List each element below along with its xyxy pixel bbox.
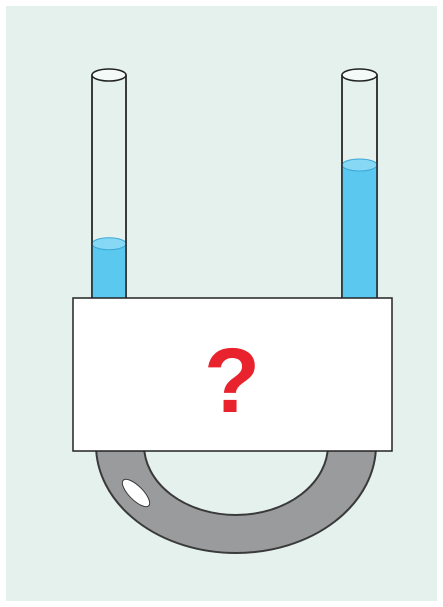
left-liquid-surface: [92, 238, 126, 250]
cover-box: ?: [73, 298, 392, 451]
question-mark: ?: [204, 330, 260, 432]
right-liquid-surface: [342, 159, 377, 171]
right-tube-liquid: [342, 165, 377, 300]
left-tube: [92, 69, 126, 300]
right-tube-opening: [342, 69, 377, 81]
right-tube: [342, 69, 377, 300]
u-pipe-icon: [96, 445, 376, 553]
left-tube-opening: [92, 69, 126, 81]
left-tube-liquid: [92, 244, 126, 300]
